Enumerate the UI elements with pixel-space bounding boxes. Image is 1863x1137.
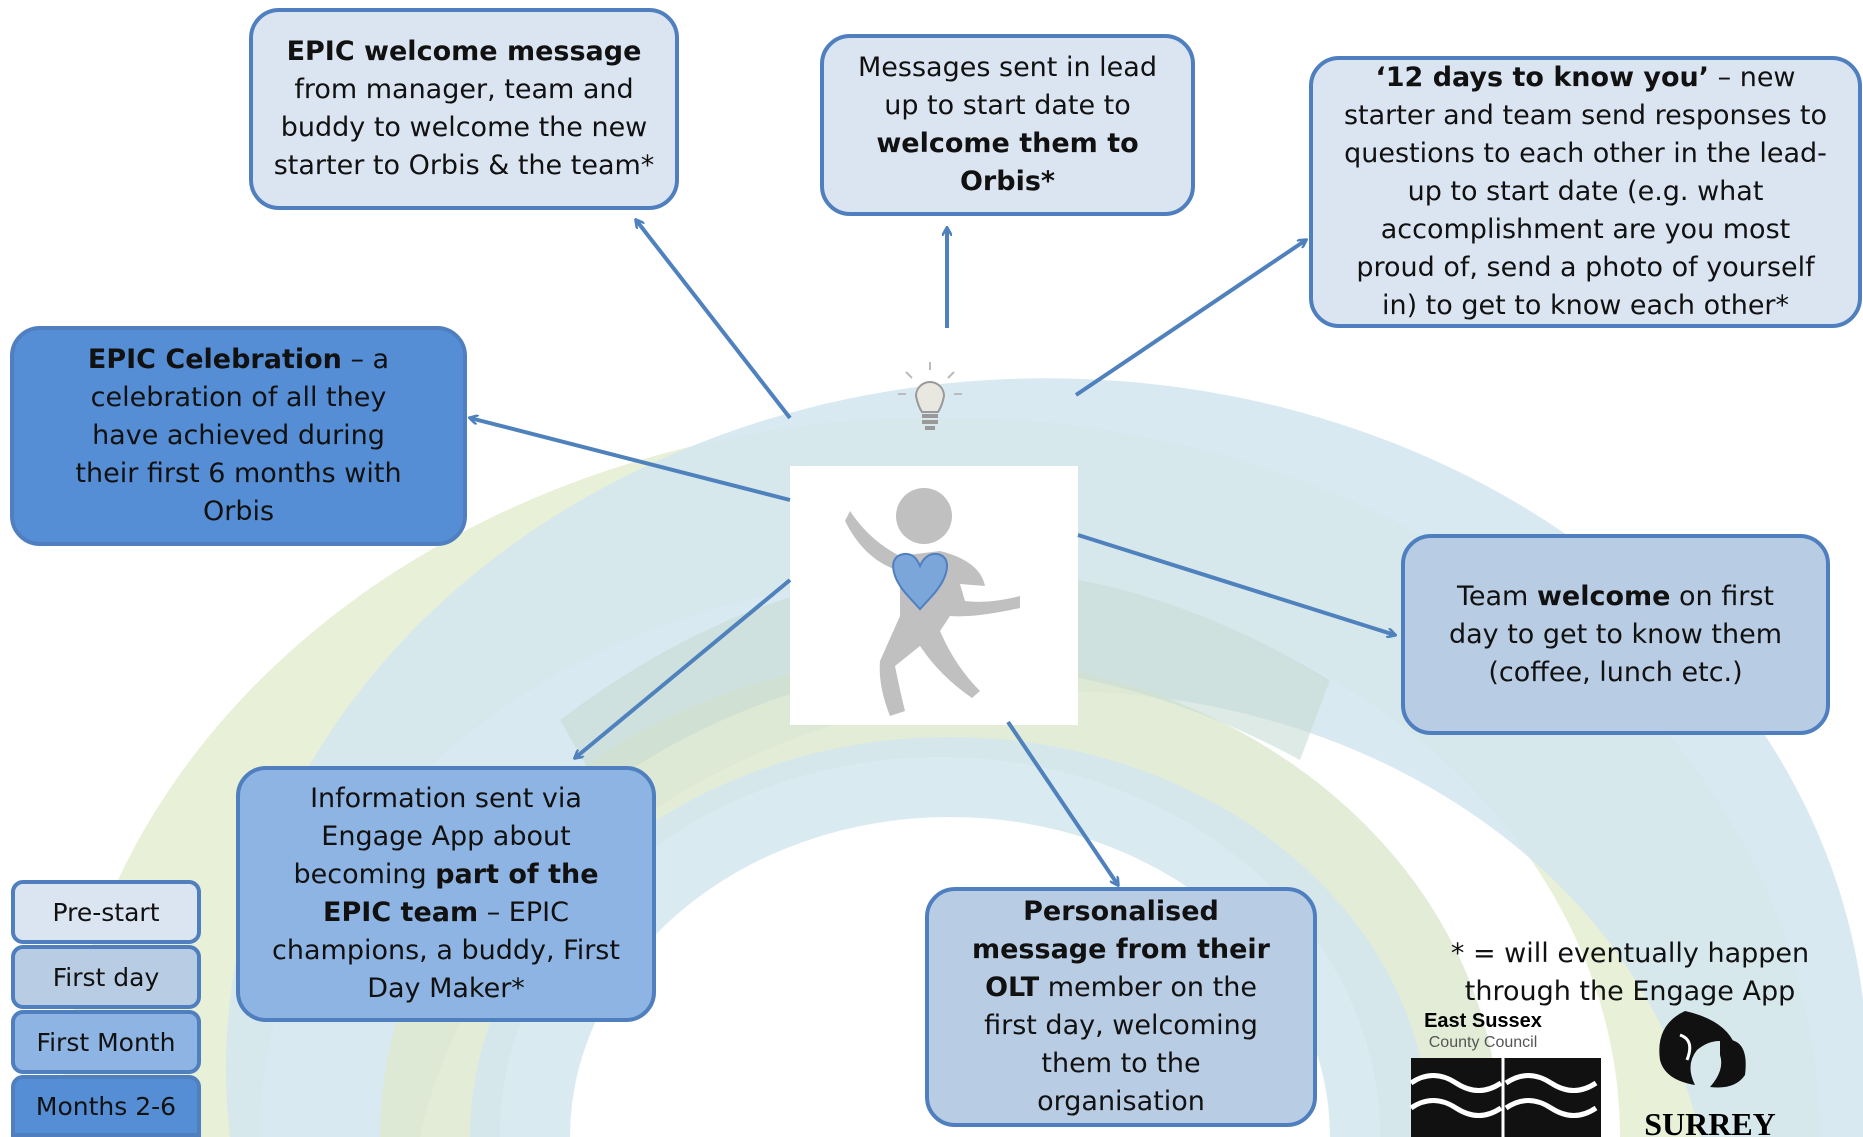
team-welcome-bold: welcome <box>1536 580 1671 612</box>
legend-first-day-label: First day <box>52 962 160 992</box>
arc-blue-inner <box>470 737 1430 1137</box>
arrow-to-olt-message <box>1006 720 1118 885</box>
team-welcome-text: on first day to get to know them (coffee… <box>1448 580 1783 688</box>
legend-months-2-6-label: Months 2-6 <box>35 1091 177 1121</box>
arrow-to-engage-info <box>575 578 792 758</box>
legend-pre-start-label: Pre-start <box>52 897 160 927</box>
arrow-to-welcome-message <box>636 220 792 420</box>
team-welcome-pre: Team <box>1456 580 1537 612</box>
celebration-bold: EPIC Celebration <box>87 344 342 375</box>
surrey-logo: SURREY <box>1644 1011 1776 1137</box>
east-sussex-logo: East Sussex County Council <box>1409 1010 1601 1137</box>
team-welcome-box: Team welcome on first day to get to know… <box>1401 534 1830 735</box>
arc-green-inner <box>380 657 1500 1137</box>
welcome-message-box: EPIC welcome message from manager, team … <box>249 8 679 210</box>
engage-info-bold: part of the EPIC team <box>323 859 599 928</box>
engage-info-pre: Information sent via Engage App about be… <box>293 783 582 890</box>
lightbulb-icon <box>898 362 962 430</box>
welcome-message-text: from manager, team and buddy to welcome … <box>273 74 655 181</box>
surrey-name: SURREY <box>1644 1106 1776 1137</box>
arrow-to-celebration <box>470 418 791 502</box>
welcome-message-bold: EPIC welcome message <box>286 36 642 67</box>
legend-pre-start: Pre-start <box>11 880 201 944</box>
central-figure <box>790 466 1078 725</box>
celebration-box: EPIC Celebration – a celebration of all … <box>10 326 467 546</box>
messages-lead-up-text: Messages sent in lead up to start date t… <box>858 52 1157 121</box>
east-sussex-sub: County Council <box>1429 1034 1538 1051</box>
engage-info-text: – EPIC champions, a buddy, First Day Mak… <box>272 897 620 1004</box>
legend-months-2-6: Months 2-6 <box>11 1075 201 1137</box>
olt-message-box: Personalised message from their OLT memb… <box>925 887 1317 1127</box>
twelve-days-text: – new starter and team send responses to… <box>1343 62 1828 321</box>
footnote: * = will eventually happen through the E… <box>1450 938 1810 1007</box>
legend-first-day: First day <box>11 945 201 1009</box>
messages-lead-up-box: Messages sent in lead up to start date t… <box>820 34 1195 216</box>
engage-info-box: Information sent via Engage App about be… <box>236 766 656 1022</box>
arrow-to-twelve-days <box>1074 240 1306 397</box>
arc-overlap <box>560 569 1330 790</box>
olt-message-bold: Personalised message from their OLT <box>971 896 1270 1003</box>
person-icon <box>845 488 1020 716</box>
messages-lead-up-bold: welcome them to Orbis* <box>876 128 1139 197</box>
olt-message-text: member on the first day, welcoming them … <box>984 972 1258 1117</box>
celebration-text: – a celebration of all they have achieve… <box>75 344 402 527</box>
arrow-to-team-welcome <box>1077 533 1395 635</box>
twelve-days-box: ‘12 days to know you’ – new starter and … <box>1309 56 1862 328</box>
heart-icon <box>892 552 948 611</box>
east-sussex-name: East Sussex <box>1424 1010 1542 1032</box>
twelve-days-bold: ‘12 days to know you’ <box>1375 62 1710 93</box>
legend-first-month: First Month <box>11 1010 201 1074</box>
legend-first-month-label: First Month <box>36 1027 176 1057</box>
